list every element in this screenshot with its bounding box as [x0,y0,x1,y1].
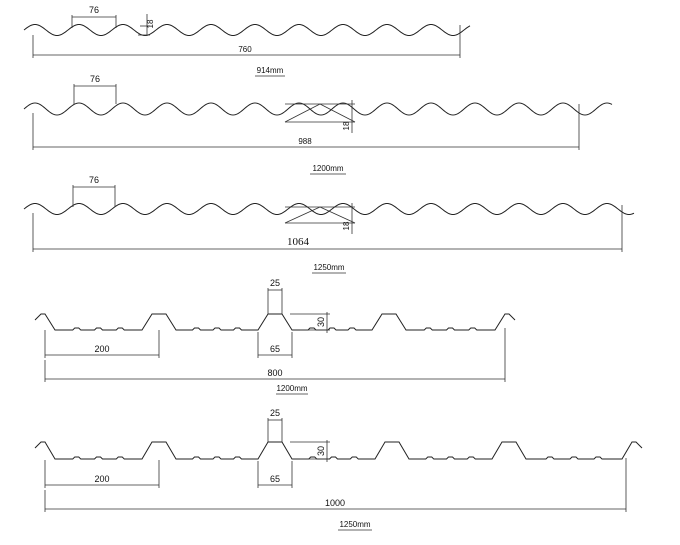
sheet-width-label: 1200mm [312,164,343,173]
height-label: 18 [342,121,351,130]
overall-label: 800 [267,368,282,378]
wave-profile-line [23,202,635,216]
height-dimension: 18 [284,203,356,234]
pitch-label: 76 [90,74,100,84]
sheet-width-label: 1250mm [313,263,344,272]
pitch-dimension: 76 [73,74,117,104]
top-width-dimension: 25 [267,408,283,442]
overall-dimension: 760 [32,25,461,58]
sheet-width-label: 1250mm [339,520,370,529]
overall-dimension: 1064 [32,205,623,252]
rib-spacing-label: 200 [94,474,109,484]
pitch-label: 76 [89,175,99,185]
overall-dimension: 800 [44,328,506,382]
profile-1200-corrugated: 76 18 988 1200mm [23,74,613,175]
pitch-label: 76 [89,5,99,15]
top-width-dimension: 25 [267,278,283,314]
sheet-width-label: 1200mm [276,384,307,393]
rib-height-dimension: 30 [290,312,330,333]
rib-spacing-dimension: 200 [44,330,160,358]
height-dimension: 18 [284,100,356,133]
bottom-width-dimension: 65 [257,461,293,488]
profile-1200-trapezoidal: 25 30 65 200 800 1200mm [34,278,516,395]
trapezoid-profile-line [34,441,643,460]
pitch-dimension: 76 [71,5,117,28]
height-label: 18 [342,221,351,230]
sheet-width-label: 914mm [257,66,284,75]
profile-1250-trapezoidal: 25 30 65 200 1000 1250mm [34,408,643,531]
rib-spacing-dimension: 200 [44,460,160,488]
profile-1250-corrugated: 76 18 1064 1250mm [23,175,635,274]
overall-dimension: 1000 [44,458,627,512]
top-width-label: 25 [270,278,280,288]
overall-label: 1064 [287,236,310,248]
trapezoid-profile-line [34,313,516,331]
bottom-width-label: 65 [270,344,280,354]
wave-profile-line [23,23,471,37]
bottom-width-dimension: 65 [257,332,293,358]
wave-profile-line [23,102,613,116]
pitch-dimension: 76 [72,175,116,207]
rib-height-dimension: 30 [290,440,330,462]
height-label: 18 [146,19,155,28]
profile-914-corrugated: 76 18 760 914mm [23,5,471,77]
overall-label: 760 [238,45,252,54]
height-dimension: 18 [138,14,155,36]
bottom-width-label: 65 [270,474,280,484]
rib-height-label: 30 [316,317,326,327]
rib-height-label: 30 [316,446,326,456]
overall-label: 1000 [325,498,345,508]
rib-spacing-label: 200 [94,344,109,354]
overall-dimension: 988 [32,104,580,150]
overall-label: 988 [298,137,312,146]
top-width-label: 25 [270,408,280,418]
